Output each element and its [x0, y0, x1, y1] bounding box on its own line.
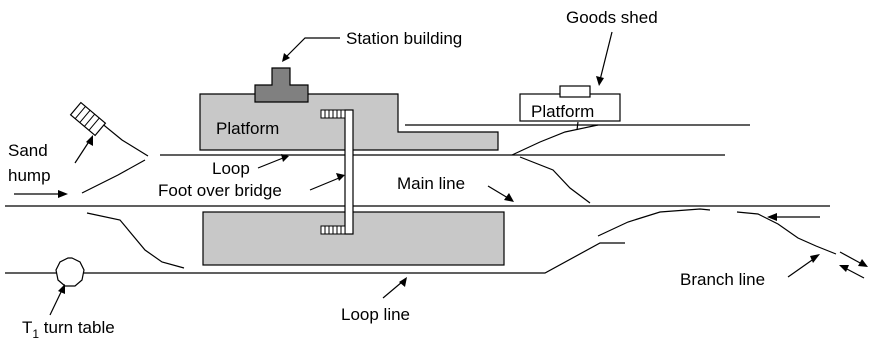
goods-shed-label: Goods shed: [566, 8, 658, 27]
loop-line-track: [5, 242, 625, 274]
branch-line-track: [597, 208, 711, 237]
sand-hump-siding: [99, 121, 149, 157]
lower-left-crossover: [86, 212, 185, 269]
turn-table-leader: [49, 289, 63, 316]
right-junction: [511, 124, 599, 156]
right-crossover: [519, 156, 591, 204]
hump-label: hump: [8, 166, 51, 185]
branch-line-leader: [787, 257, 816, 278]
branch-line-label: Branch line: [680, 270, 765, 289]
sand-label: Sand: [8, 141, 48, 160]
foot-over-bridge: [344, 109, 354, 235]
turn-table-label: T1 turn table: [22, 318, 115, 341]
upper-stairs: [320, 109, 346, 119]
lower-stairs: [320, 225, 346, 235]
station-building-leader: [284, 37, 340, 59]
turn-table-subscript: 1: [32, 327, 39, 341]
foot-over-bridge-leader: [309, 177, 340, 191]
goods-platform: [519, 93, 621, 122]
platform-right-label: Platform: [531, 102, 594, 121]
loop-line-leader: [382, 281, 403, 299]
main-line-leader: [487, 185, 509, 199]
foot-over-bridge-label: Foot over bridge: [158, 181, 282, 200]
sand-hump-leader: [74, 139, 91, 164]
main-line-label: Main line: [397, 174, 465, 193]
station-building: [254, 67, 309, 103]
turn-table-prefix: T: [22, 318, 32, 337]
station-building-label: Station building: [346, 29, 462, 48]
branch-line-curve: [736, 211, 837, 255]
goods-shed: [559, 85, 591, 98]
goods-shed-leader: [599, 31, 613, 81]
left-crossover: [81, 159, 146, 194]
goods-platform-leader: [576, 121, 579, 131]
sand-hump: [69, 101, 107, 137]
turn-table: [55, 257, 85, 287]
loop-leader: [257, 157, 284, 169]
branch-arrow-out: [839, 251, 863, 265]
branch-arrow-in: [844, 267, 865, 279]
platform-left-label: Platform: [216, 119, 279, 138]
loop-label: Loop: [212, 159, 250, 178]
loop-line-label: Loop line: [341, 305, 410, 324]
turn-table-suffix: turn table: [39, 318, 115, 337]
